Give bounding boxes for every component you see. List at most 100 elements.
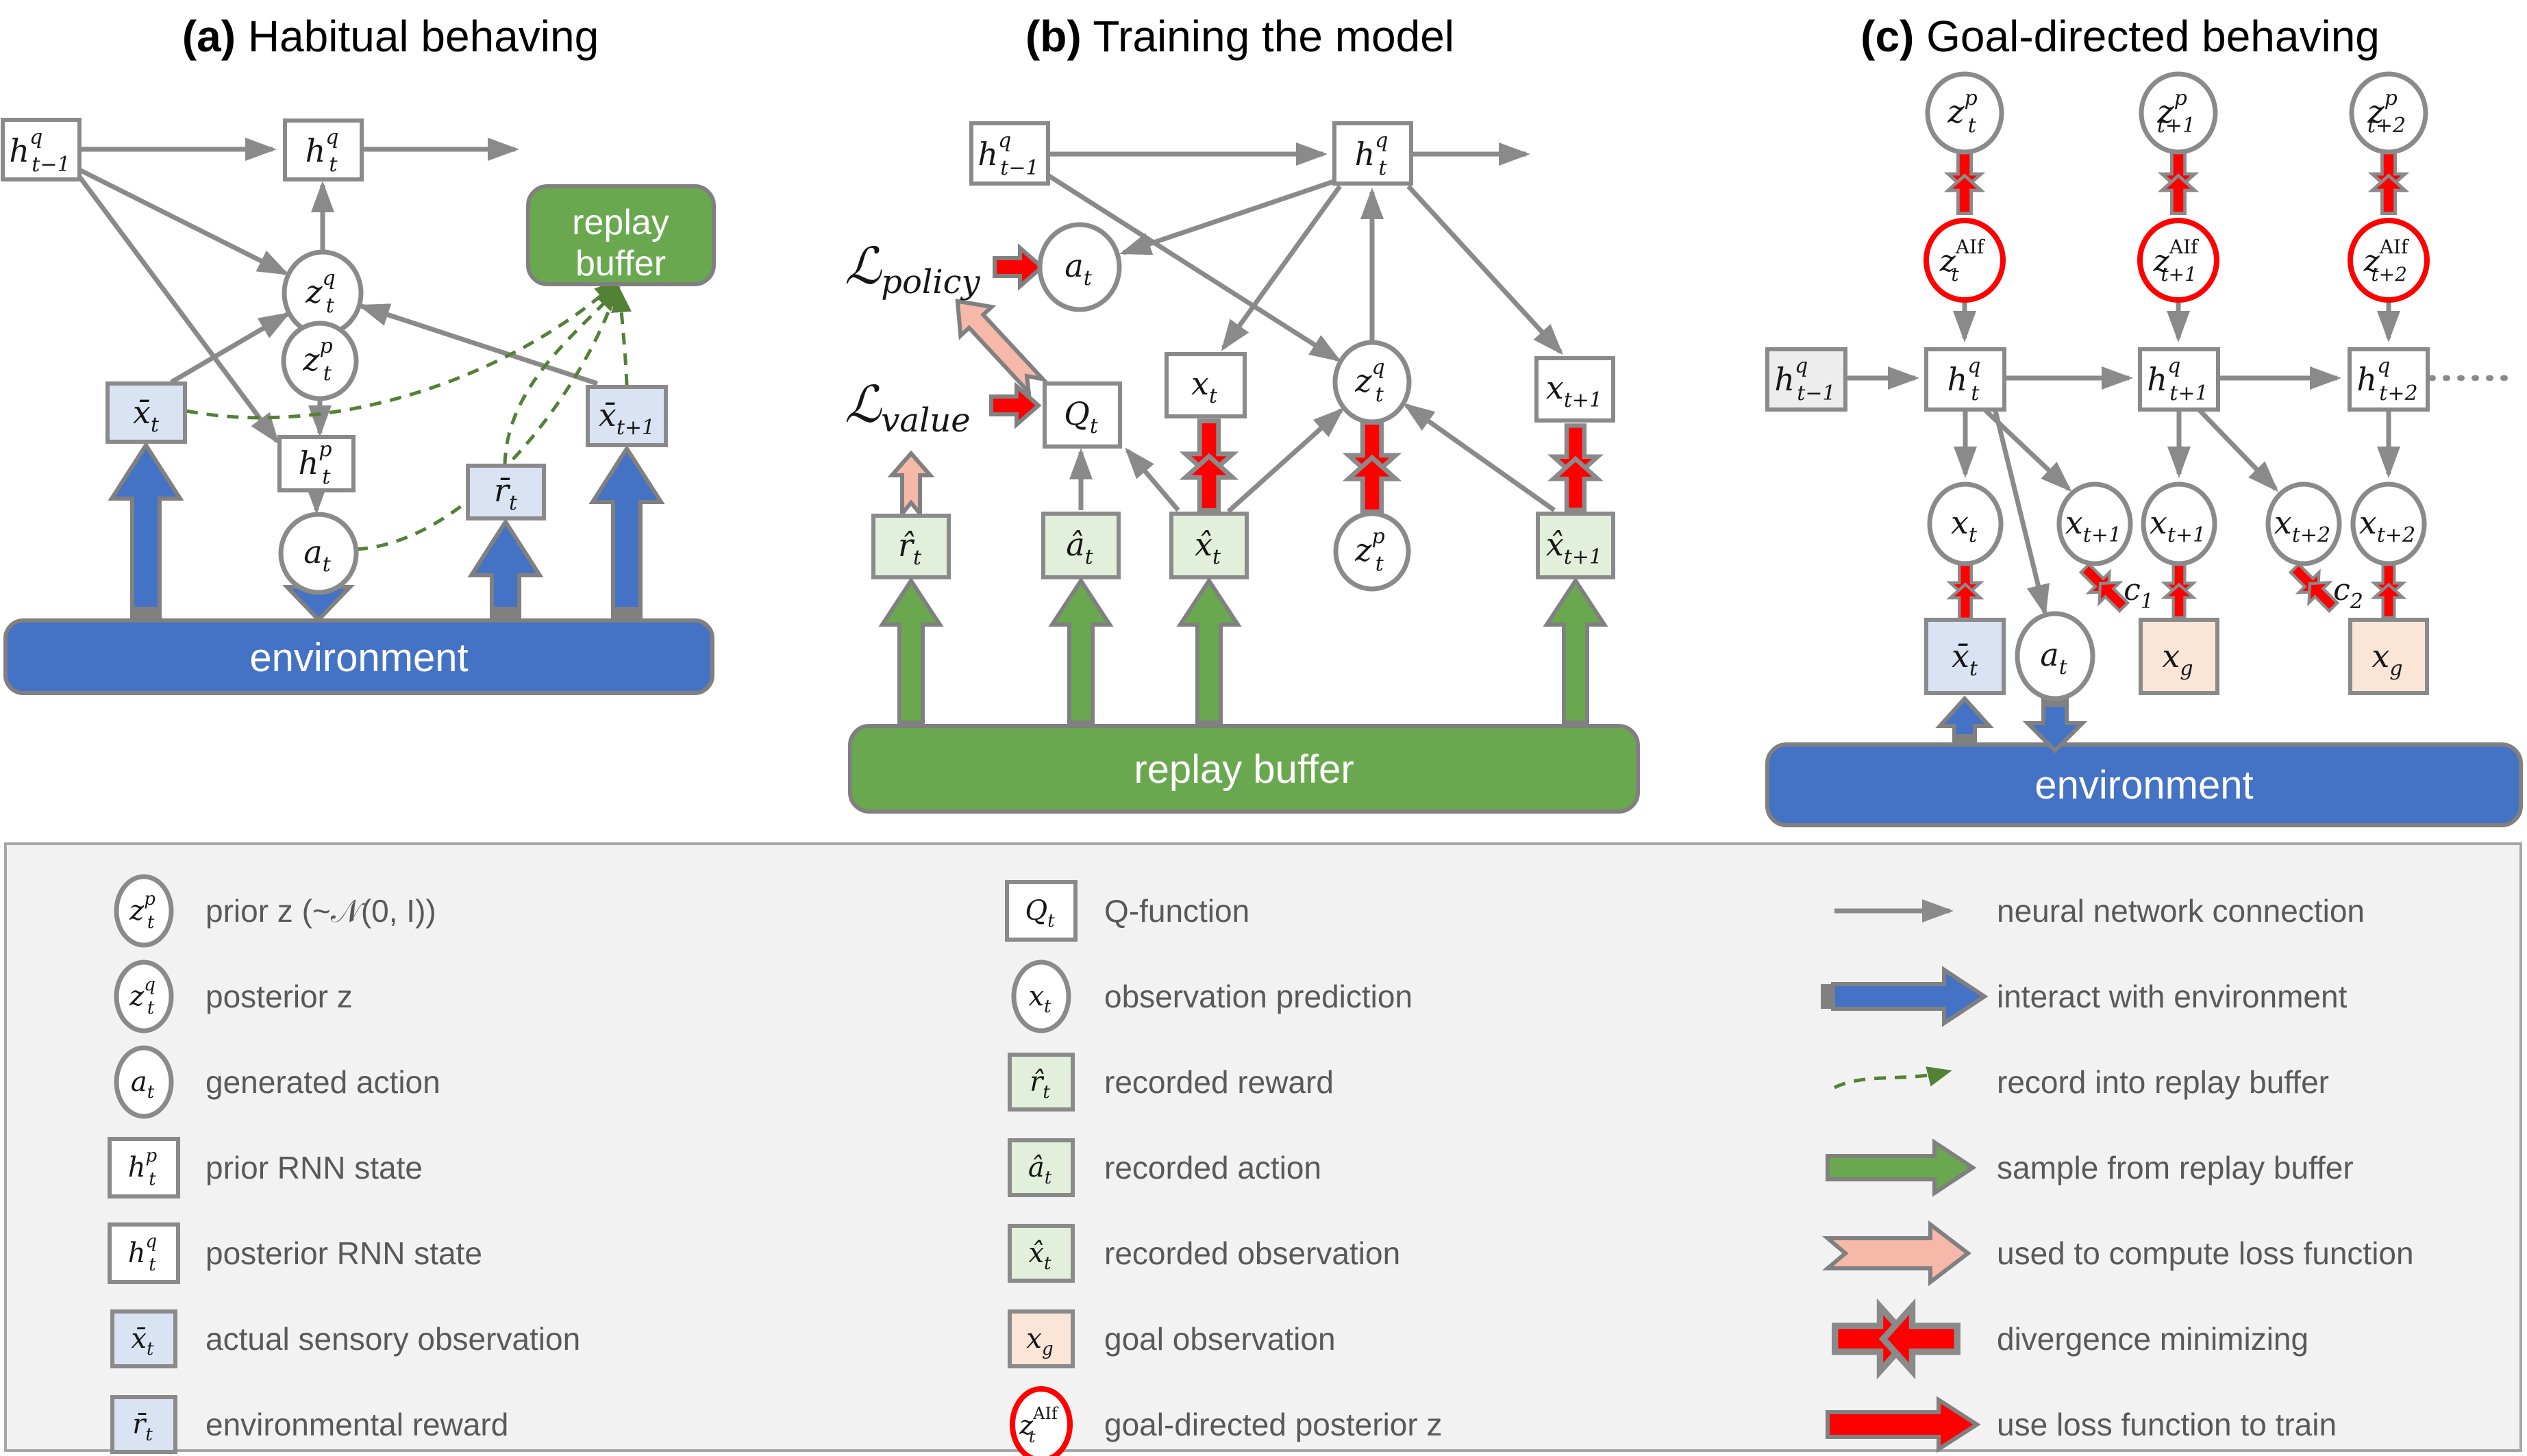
label-sub: t (322, 465, 331, 489)
label-base: h (128, 1238, 146, 1269)
label-base: recorded reward (1104, 1064, 1334, 1100)
label-sub: t (1212, 545, 1221, 569)
label-base: ℒ (845, 237, 882, 296)
label-title: Habitual behaving (236, 12, 599, 61)
divergence-icon (1186, 421, 1233, 511)
label-sub: t−1 (1797, 381, 1835, 405)
arrow-base-cap (132, 607, 160, 618)
node-xhat1-b (1536, 512, 1615, 579)
node-xg1-c (2139, 618, 2219, 695)
arrow-base-cap (2043, 700, 2067, 707)
label-sub: policy (881, 263, 980, 301)
label-base: z (129, 895, 145, 927)
label-sup: AIf (1955, 236, 1986, 258)
label-base: h (2356, 361, 2377, 398)
environment-label-c: environment (2034, 763, 2253, 807)
label-base: c (2333, 573, 2350, 607)
node-qt-b (1043, 381, 1122, 449)
node-at-c-label: at (2040, 636, 2067, 679)
legend-symbol-ahat (1008, 1138, 1075, 1197)
legend-symbol-rhat-label: r̂t (1030, 1066, 1050, 1103)
nn-arrow (1119, 178, 1337, 255)
label-sup: p (144, 889, 155, 909)
sample-arrow (1176, 577, 1242, 725)
label-base: Q (1025, 895, 1047, 927)
panel-b: (b) Training the model replay buffer (845, 12, 1640, 814)
label-sub: t (509, 491, 518, 515)
label-base: divergence minimizing (1997, 1321, 2308, 1357)
nn-arrow (1221, 184, 1342, 351)
loss-arrows-b (887, 299, 1049, 520)
label-sub: t+2 (2371, 263, 2407, 286)
nn-connections-a (77, 138, 599, 514)
label-base: â (1066, 526, 1084, 563)
label-base: prior z (~𝒩(0, I)) (206, 893, 436, 929)
label-sub: t+1 (2157, 114, 2195, 138)
label-base: r̂ (898, 527, 915, 564)
label-base: generated action (206, 1064, 440, 1100)
label-base: x (2150, 504, 2167, 541)
label-base: x̄ (1952, 638, 1969, 675)
label-sub: t−1 (1000, 156, 1038, 180)
label-base: â (1028, 1152, 1045, 1183)
legend-symbol-xhat-label: x̂t (1028, 1238, 1051, 1274)
node-at-b (1037, 222, 1122, 312)
label-sup: q (2377, 354, 2390, 378)
label-base: x (1951, 504, 1969, 541)
record-dash-arrow (611, 288, 632, 386)
node-xbar-a-label: x̄t (133, 394, 160, 437)
label-sub: t (149, 1255, 156, 1275)
label-sub: t (1969, 523, 1978, 547)
label-sub: t (1969, 657, 1978, 681)
label-base: z (1354, 362, 1372, 399)
node-hq-t-a (283, 118, 364, 181)
node-hq-t-b (1332, 121, 1413, 186)
node-hq-t1-c (2138, 347, 2220, 412)
panel-c: (c) Goal-directed behaving environment (1765, 12, 2523, 827)
nn-arrow (1403, 403, 1556, 512)
node-rbar-a (466, 464, 546, 520)
label-sub: t (1090, 414, 1099, 438)
interact-arrows-a (108, 441, 665, 623)
replay-buffer-box-a (526, 184, 716, 286)
legend-symbols-obs (110, 1309, 177, 1454)
legend-label: interact with environment (1997, 979, 2348, 1014)
label-sup: q (2167, 354, 2180, 378)
label-base: sample from replay buffer (1997, 1150, 2354, 1185)
replay-buffer-label-b: replay buffer (1134, 747, 1354, 792)
legend-symbol-at-label: at (131, 1066, 155, 1103)
nn-arrow (170, 312, 291, 385)
panel-c-title: (c) Goal-directed behaving (1860, 12, 2380, 61)
node-ahat-b (1041, 512, 1121, 579)
nn-arrow (1992, 407, 2050, 616)
legend-label: use loss function to train (1997, 1407, 2337, 1442)
label-sup: q (1372, 355, 1385, 379)
label-base: z (2156, 93, 2174, 130)
legend-symbol-qt (1005, 880, 1078, 942)
divergence-icon (2165, 563, 2193, 618)
node-hq-prev-c (1765, 347, 1847, 412)
legend-label: used to compute loss function (1997, 1235, 2414, 1271)
arrow-base-cap (1954, 734, 1975, 743)
label-base: actual sensory observation (206, 1321, 580, 1357)
label-base: a (303, 534, 322, 570)
label-sub: t (1375, 383, 1384, 407)
label-title: Goal-directed behaving (1914, 12, 2380, 61)
label-sub: t (145, 1424, 153, 1445)
legend-label: recorded reward (1104, 1064, 1334, 1100)
node-x-t1b-c-label: xt+1 (2150, 504, 2206, 547)
nn-connections-c (1845, 301, 2519, 616)
label-sup: q (146, 1231, 158, 1252)
legend-symbol-xbar (110, 1309, 177, 1368)
node-xhat-b (1169, 512, 1249, 579)
